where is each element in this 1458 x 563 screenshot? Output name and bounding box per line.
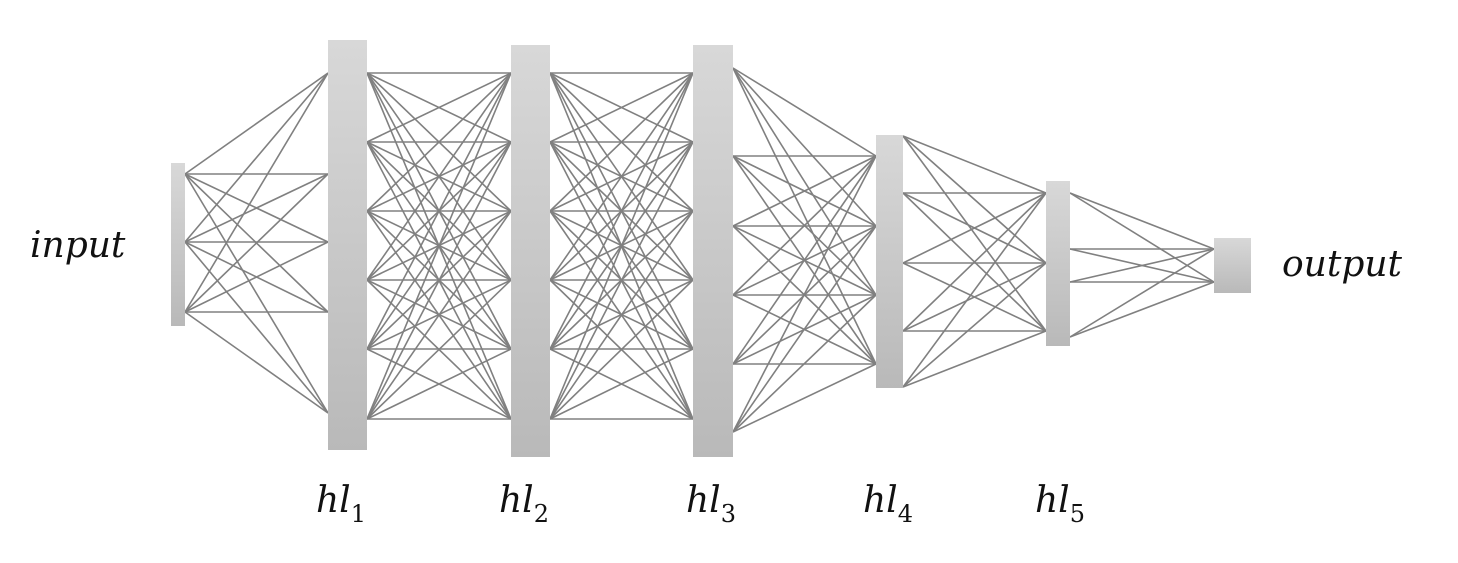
connection-hl5-out-0-1 [1069, 192, 1215, 283]
connection-hl1-hl2-5-1 [366, 141, 512, 420]
connection-hl3-hl4-4-0 [732, 155, 877, 365]
connection-hl2-hl3-4-0 [549, 72, 694, 350]
connection-hl5-out-2-0 [1069, 248, 1215, 283]
connection-input-hl1-2-0 [184, 72, 329, 313]
connection-hl3-hl4-5-2 [732, 294, 877, 433]
connection-hl5-out-3-0 [1069, 248, 1215, 338]
connection-hl3-hl4-0-1 [732, 67, 877, 227]
connection-hl4-hl5-2-0 [902, 192, 1047, 264]
connection-hl2-hl3-5-3 [549, 279, 694, 420]
layer-output [1214, 238, 1251, 293]
layer-hl1 [328, 40, 367, 450]
connection-hl5-out-3-1 [1069, 281, 1215, 338]
connection-input-hl1-2-2 [184, 241, 329, 313]
connection-hl1-hl2-5-4 [366, 348, 512, 420]
connection-hl2-hl3-5-1 [549, 141, 694, 420]
connection-input-hl1-2-4 [184, 311, 329, 414]
hl5-label-base: hl [1035, 480, 1070, 521]
connection-hl3-hl4-0-2 [732, 67, 877, 296]
connection-hl3-hl4-0-3 [732, 67, 877, 365]
connection-hl2-hl3-5-2 [549, 210, 694, 420]
connection-hl2-hl3-5-0 [549, 72, 694, 420]
layer-hl4 [876, 135, 903, 388]
hl3-label: hl3 [686, 480, 736, 528]
connection-input-hl1-1-4 [184, 241, 329, 414]
connection-hl4-hl5-0-1 [902, 135, 1047, 264]
hl5-label-sub: 5 [1070, 500, 1085, 528]
hl5-label: hl5 [1035, 480, 1085, 528]
connection-hl2-hl3-2-0 [549, 72, 694, 212]
connection-input-hl1-1-0 [184, 72, 329, 243]
hl2-label: hl2 [499, 480, 549, 528]
hl4-label: hl4 [863, 480, 913, 528]
hl2-label-base: hl [499, 480, 534, 521]
connection-hl4-hl5-3-0 [902, 192, 1047, 332]
connection-input-hl1-2-1 [184, 173, 329, 313]
connection-hl3-hl4-5-0 [732, 155, 877, 433]
hl4-label-sub: 4 [898, 500, 913, 528]
connection-hl4-hl5-4-1 [902, 262, 1047, 388]
connection-hl1-hl2-2-0 [366, 72, 512, 212]
connections [184, 67, 1215, 433]
connection-hl3-hl4-3-0 [732, 155, 877, 296]
connection-hl2-hl3-5-4 [549, 348, 694, 420]
hl2-label-sub: 2 [534, 500, 549, 528]
connection-hl4-hl5-0-0 [902, 135, 1047, 194]
connection-hl4-hl5-4-2 [902, 330, 1047, 388]
connection-input-hl1-0-4 [184, 173, 329, 414]
hl4-label-base: hl [863, 480, 898, 521]
connection-hl2-hl3-1-0 [549, 72, 694, 143]
hl1-label-sub: 1 [351, 500, 366, 528]
hl1-label-base: hl [316, 480, 351, 521]
connection-hl4-hl5-4-0 [902, 192, 1047, 388]
connection-hl3-hl4-2-0 [732, 155, 877, 227]
hl3-label-base: hl [686, 480, 721, 521]
connection-hl1-hl2-1-0 [366, 72, 512, 143]
connection-hl4-hl5-3-1 [902, 262, 1047, 332]
output-label: output [1282, 244, 1403, 285]
connection-hl3-hl4-5-3 [732, 363, 877, 433]
connection-hl1-hl2-3-0 [366, 72, 512, 281]
hl3-label-sub: 3 [721, 500, 736, 528]
connection-hl1-hl2-5-3 [366, 279, 512, 420]
connection-hl2-hl3-3-0 [549, 72, 694, 281]
connection-hl1-hl2-5-2 [366, 210, 512, 420]
connection-input-hl1-0-0 [184, 72, 329, 175]
layer-hl5 [1046, 181, 1070, 346]
connection-hl3-hl4-0-0 [732, 67, 877, 157]
layer-hl3 [693, 45, 733, 457]
layer-input [171, 163, 185, 326]
connection-hl4-hl5-0-2 [902, 135, 1047, 332]
connection-hl1-hl2-5-0 [366, 72, 512, 420]
connection-hl3-hl4-5-1 [732, 225, 877, 433]
layer-hl2 [511, 45, 550, 457]
connection-input-hl1-1-1 [184, 173, 329, 243]
hl1-label: hl1 [316, 480, 366, 528]
layers [171, 40, 1251, 457]
connection-hl1-hl2-4-0 [366, 72, 512, 350]
input-label: input [30, 225, 126, 266]
connection-hl5-out-0-0 [1069, 192, 1215, 250]
